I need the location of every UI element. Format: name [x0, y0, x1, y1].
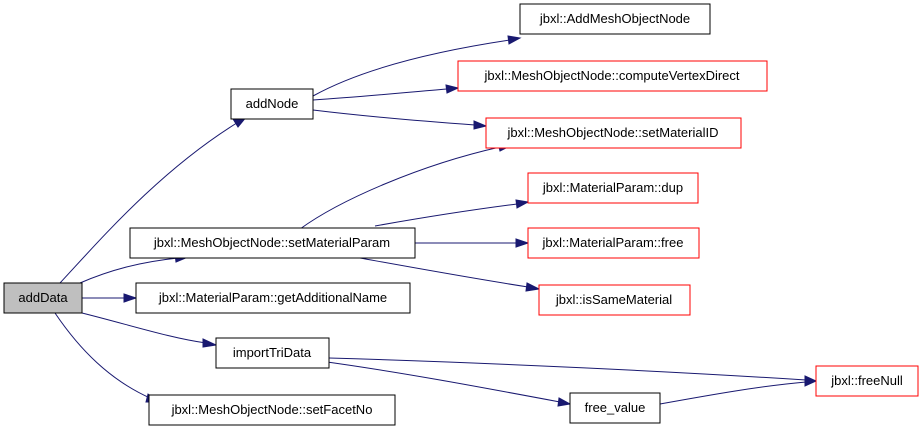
node-label: addNode	[246, 96, 299, 111]
node-label: jbxl::MaterialParam::getAdditionalName	[158, 290, 387, 305]
edge-addNode-AddMeshObjectNode	[312, 35, 522, 97]
node-label: jbxl::freeNull	[830, 373, 903, 388]
node-freeNull[interactable]: jbxl::freeNull	[815, 365, 919, 397]
node-importTriData[interactable]: importTriData	[215, 337, 330, 369]
node-addNode[interactable]: addNode	[230, 88, 314, 120]
node-dup[interactable]: jbxl::MaterialParam::dup	[527, 172, 699, 204]
edge-addData-getAdditionalName	[82, 293, 138, 303]
edge-importTriData-freeNull	[328, 357, 818, 385]
edge-free_value-freeNull	[659, 377, 818, 405]
edge-setMaterialParam-dup	[374, 199, 530, 227]
edge-importTriData-free_value	[319, 360, 572, 407]
node-label: jbxl::MaterialParam::dup	[542, 180, 683, 195]
edge-setMaterialParam-isSameMaterial	[359, 257, 541, 292]
node-setFacetNo[interactable]: jbxl::MeshObjectNode::setFacetNo	[148, 394, 396, 426]
node-label: jbxl::MeshObjectNode::setMaterialParam	[153, 235, 390, 250]
node-setMaterialID[interactable]: jbxl::MeshObjectNode::setMaterialID	[485, 117, 742, 149]
edge-setMaterialParam-setMaterialID	[299, 142, 512, 230]
node-free_value[interactable]: free_value	[569, 392, 661, 424]
edge-setMaterialParam-free	[415, 238, 530, 248]
node-label: addData	[18, 290, 68, 305]
node-label: importTriData	[233, 345, 312, 360]
node-getAdditionalName[interactable]: jbxl::MaterialParam::getAdditionalName	[135, 282, 411, 314]
node-label: jbxl::AddMeshObjectNode	[539, 11, 690, 26]
node-computeVertexDirect[interactable]: jbxl::MeshObjectNode::computeVertexDirec…	[457, 60, 768, 92]
node-label: free_value	[585, 400, 646, 415]
node-label: jbxl::MeshObjectNode::setFacetNo	[171, 402, 373, 417]
node-isSameMaterial[interactable]: jbxl::isSameMaterial	[538, 284, 691, 316]
node-label: jbxl::isSameMaterial	[555, 292, 672, 307]
node-AddMeshObjectNode[interactable]: jbxl::AddMeshObjectNode	[519, 3, 711, 35]
node-addData[interactable]: addData	[3, 282, 83, 314]
edges	[54, 35, 818, 407]
edge-addData-setFacetNo	[54, 312, 162, 403]
edge-addNode-setMaterialID	[312, 109, 488, 130]
node-setMaterialParam[interactable]: jbxl::MeshObjectNode::setMaterialParam	[129, 227, 416, 259]
node-free[interactable]: jbxl::MaterialParam::free	[527, 227, 700, 259]
edge-addNode-computeVertexDirect	[312, 84, 460, 101]
node-label: jbxl::MeshObjectNode::computeVertexDirec…	[483, 68, 739, 83]
node-label: jbxl::MaterialParam::free	[542, 235, 684, 250]
edge-addData-importTriData	[81, 312, 218, 348]
node-label: jbxl::MeshObjectNode::setMaterialID	[507, 125, 719, 140]
